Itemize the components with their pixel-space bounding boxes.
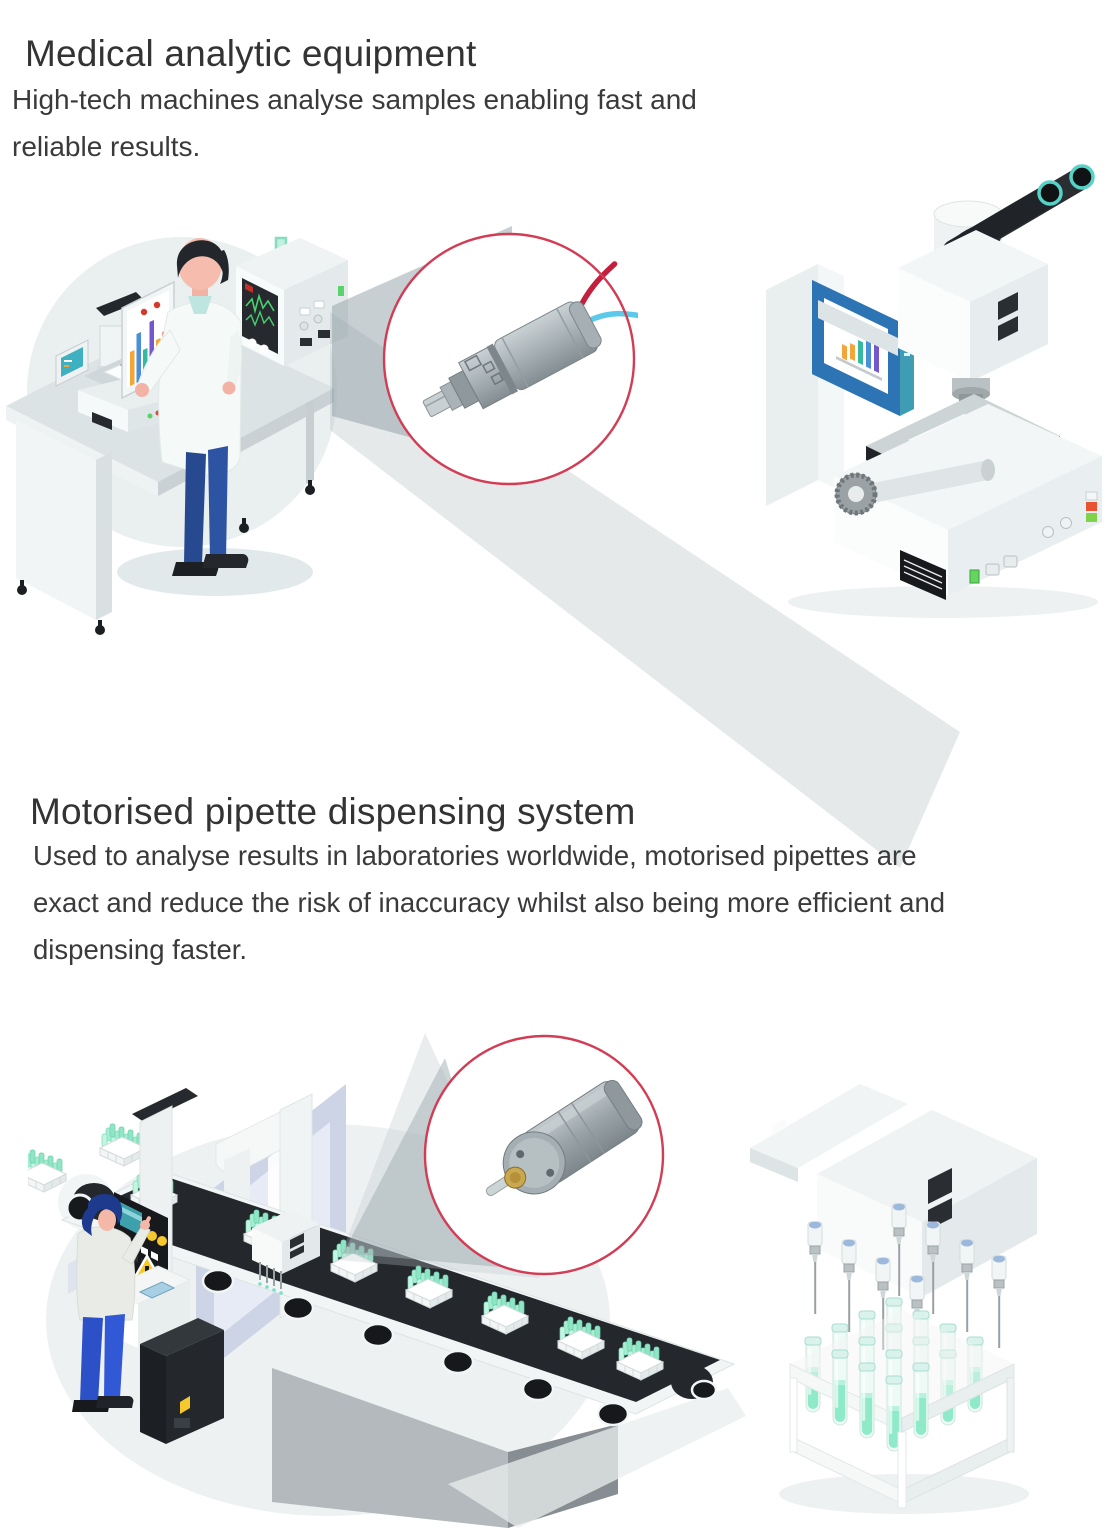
gearmotor	[485, 1079, 643, 1197]
cabinet	[140, 1344, 166, 1444]
status-red	[1086, 502, 1097, 511]
section1-body-line2: reliable results.	[12, 131, 201, 162]
dispenser-head-block	[750, 1084, 1037, 1297]
head-block	[818, 230, 1048, 382]
tube-rack	[789, 1297, 1015, 1509]
scientist	[135, 238, 249, 576]
conveyor-dispensing-illustration	[28, 1084, 746, 1528]
floor-shadow	[788, 586, 1098, 618]
gearmotor	[422, 261, 638, 417]
status-green	[1086, 513, 1097, 522]
power-button	[969, 569, 980, 584]
section1-heading: Medical analytic equipment	[25, 32, 477, 74]
section2-body-line3: dispensing faster.	[33, 934, 248, 965]
section2-body-line1: Used to analyse results in laboratories …	[33, 840, 917, 871]
operator	[72, 1194, 151, 1412]
microscope-analyser-illustration	[766, 164, 1102, 618]
console-screen	[138, 1281, 176, 1299]
focus-knob	[834, 459, 995, 516]
hair	[81, 1194, 123, 1236]
eyepiece-lens	[1037, 180, 1063, 206]
bench-ecg-instrument	[236, 236, 348, 366]
cabinet-warning-sticker	[180, 1396, 190, 1414]
gearmotor-magnifier-1	[382, 232, 638, 486]
pedestal	[272, 1368, 508, 1528]
conveyor	[58, 1169, 746, 1528]
magnifier-ring	[382, 232, 636, 486]
multichannel-pipette-illustration	[750, 1084, 1037, 1514]
rack-leg	[897, 1431, 907, 1509]
rack-leg	[1006, 1377, 1015, 1453]
section2-body-line2: exact and reduce the risk of inaccuracy …	[33, 887, 946, 918]
magnifier-ring	[423, 1034, 665, 1276]
lab-technician-workstation-illustration	[6, 236, 348, 635]
hair	[176, 240, 225, 278]
rack-top-plate	[789, 1310, 1015, 1433]
pointing-arm	[121, 1225, 151, 1265]
rack-leg	[789, 1377, 798, 1453]
section2-heading: Motorised pipette dispensing system	[30, 790, 636, 832]
section1-body: High-tech machines analyse samples enabl…	[12, 76, 697, 170]
gearmotor-magnifier-2	[339, 1033, 665, 1278]
section2-body: Used to analyse results in laboratories …	[33, 832, 945, 973]
blue-wire	[583, 310, 638, 325]
eyepiece-lens	[1069, 164, 1095, 190]
dispenser-head	[252, 1210, 320, 1295]
section1-body-line1: High-tech machines analyse samples enabl…	[12, 84, 697, 115]
